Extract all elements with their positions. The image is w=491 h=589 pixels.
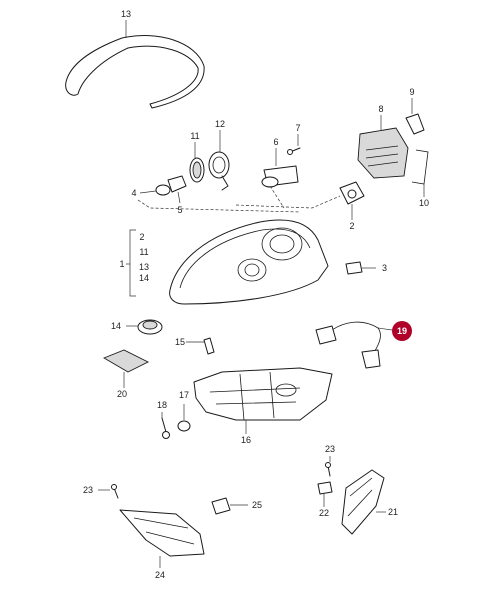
- part-17-grommet: [177, 404, 191, 432]
- part-15-pin: [186, 337, 215, 355]
- callout-19-highlight[interactable]: 19: [392, 321, 412, 341]
- part-25-bulb: [211, 497, 248, 515]
- callout-9[interactable]: 9: [409, 87, 414, 97]
- part-24-fog-lamp: [119, 509, 205, 568]
- callout-4[interactable]: 4: [131, 188, 136, 198]
- callout-13[interactable]: 13: [121, 9, 131, 19]
- part-16-mounting-frame: [193, 367, 333, 434]
- callout-2[interactable]: 2: [349, 221, 354, 231]
- part-10-bracket: [411, 149, 429, 197]
- callout-16[interactable]: 16: [241, 435, 251, 445]
- part-21-fog-lamp: [341, 469, 386, 535]
- part-3-side-bulb: [345, 261, 376, 275]
- bracket-item: 14: [139, 273, 149, 283]
- callout-24[interactable]: 24: [155, 570, 165, 580]
- callout-23-left[interactable]: 23: [83, 485, 93, 495]
- callout-8[interactable]: 8: [378, 104, 383, 114]
- callout-11[interactable]: 11: [190, 131, 199, 141]
- callout-22[interactable]: 22: [319, 508, 329, 518]
- part-22-clip: [317, 481, 333, 507]
- bracket-item: 13: [139, 262, 149, 272]
- part-13-seal-strip: [65, 20, 205, 109]
- callout-23-right[interactable]: 23: [325, 444, 335, 454]
- bracket-item: 2: [139, 232, 144, 242]
- bracket-group-1: [129, 229, 136, 297]
- callout-6[interactable]: 6: [273, 137, 278, 147]
- callout-25[interactable]: 25: [252, 500, 262, 510]
- callout-21[interactable]: 21: [388, 507, 398, 517]
- part-9-connector: [405, 98, 425, 135]
- callout-17[interactable]: 17: [179, 390, 189, 400]
- part-23-screw-right: [325, 456, 331, 477]
- bracket-item: 11: [139, 247, 148, 257]
- callout-18[interactable]: 18: [157, 400, 167, 410]
- callout-1[interactable]: 1: [119, 259, 124, 269]
- part-20-gasket-pad: [102, 349, 150, 388]
- callout-7[interactable]: 7: [295, 123, 300, 133]
- callout-10[interactable]: 10: [419, 198, 429, 208]
- part-19-wiring-harness: [315, 321, 393, 369]
- callout-15[interactable]: 15: [175, 337, 185, 347]
- part-12-cover-cap: [208, 130, 230, 191]
- part-8-control-unit: [357, 115, 409, 179]
- callout-20[interactable]: 20: [117, 389, 127, 399]
- callout-14[interactable]: 14: [111, 321, 121, 331]
- callout-19[interactable]: 19: [397, 326, 407, 336]
- part-14-cap: [126, 319, 163, 335]
- part-7-screw: [287, 134, 301, 155]
- part-18-bolt: [161, 412, 170, 439]
- callout-12[interactable]: 12: [215, 119, 225, 129]
- part-11-ring: [189, 142, 205, 183]
- part-4-5-bulb: [139, 175, 187, 204]
- part-1-headlight-housing: [169, 219, 329, 305]
- callout-5[interactable]: 5: [177, 205, 182, 215]
- part-2-bulb: [339, 181, 365, 220]
- part-23-screw-left: [98, 484, 119, 499]
- callout-3[interactable]: 3: [382, 263, 387, 273]
- part-6-igniter: [261, 148, 299, 188]
